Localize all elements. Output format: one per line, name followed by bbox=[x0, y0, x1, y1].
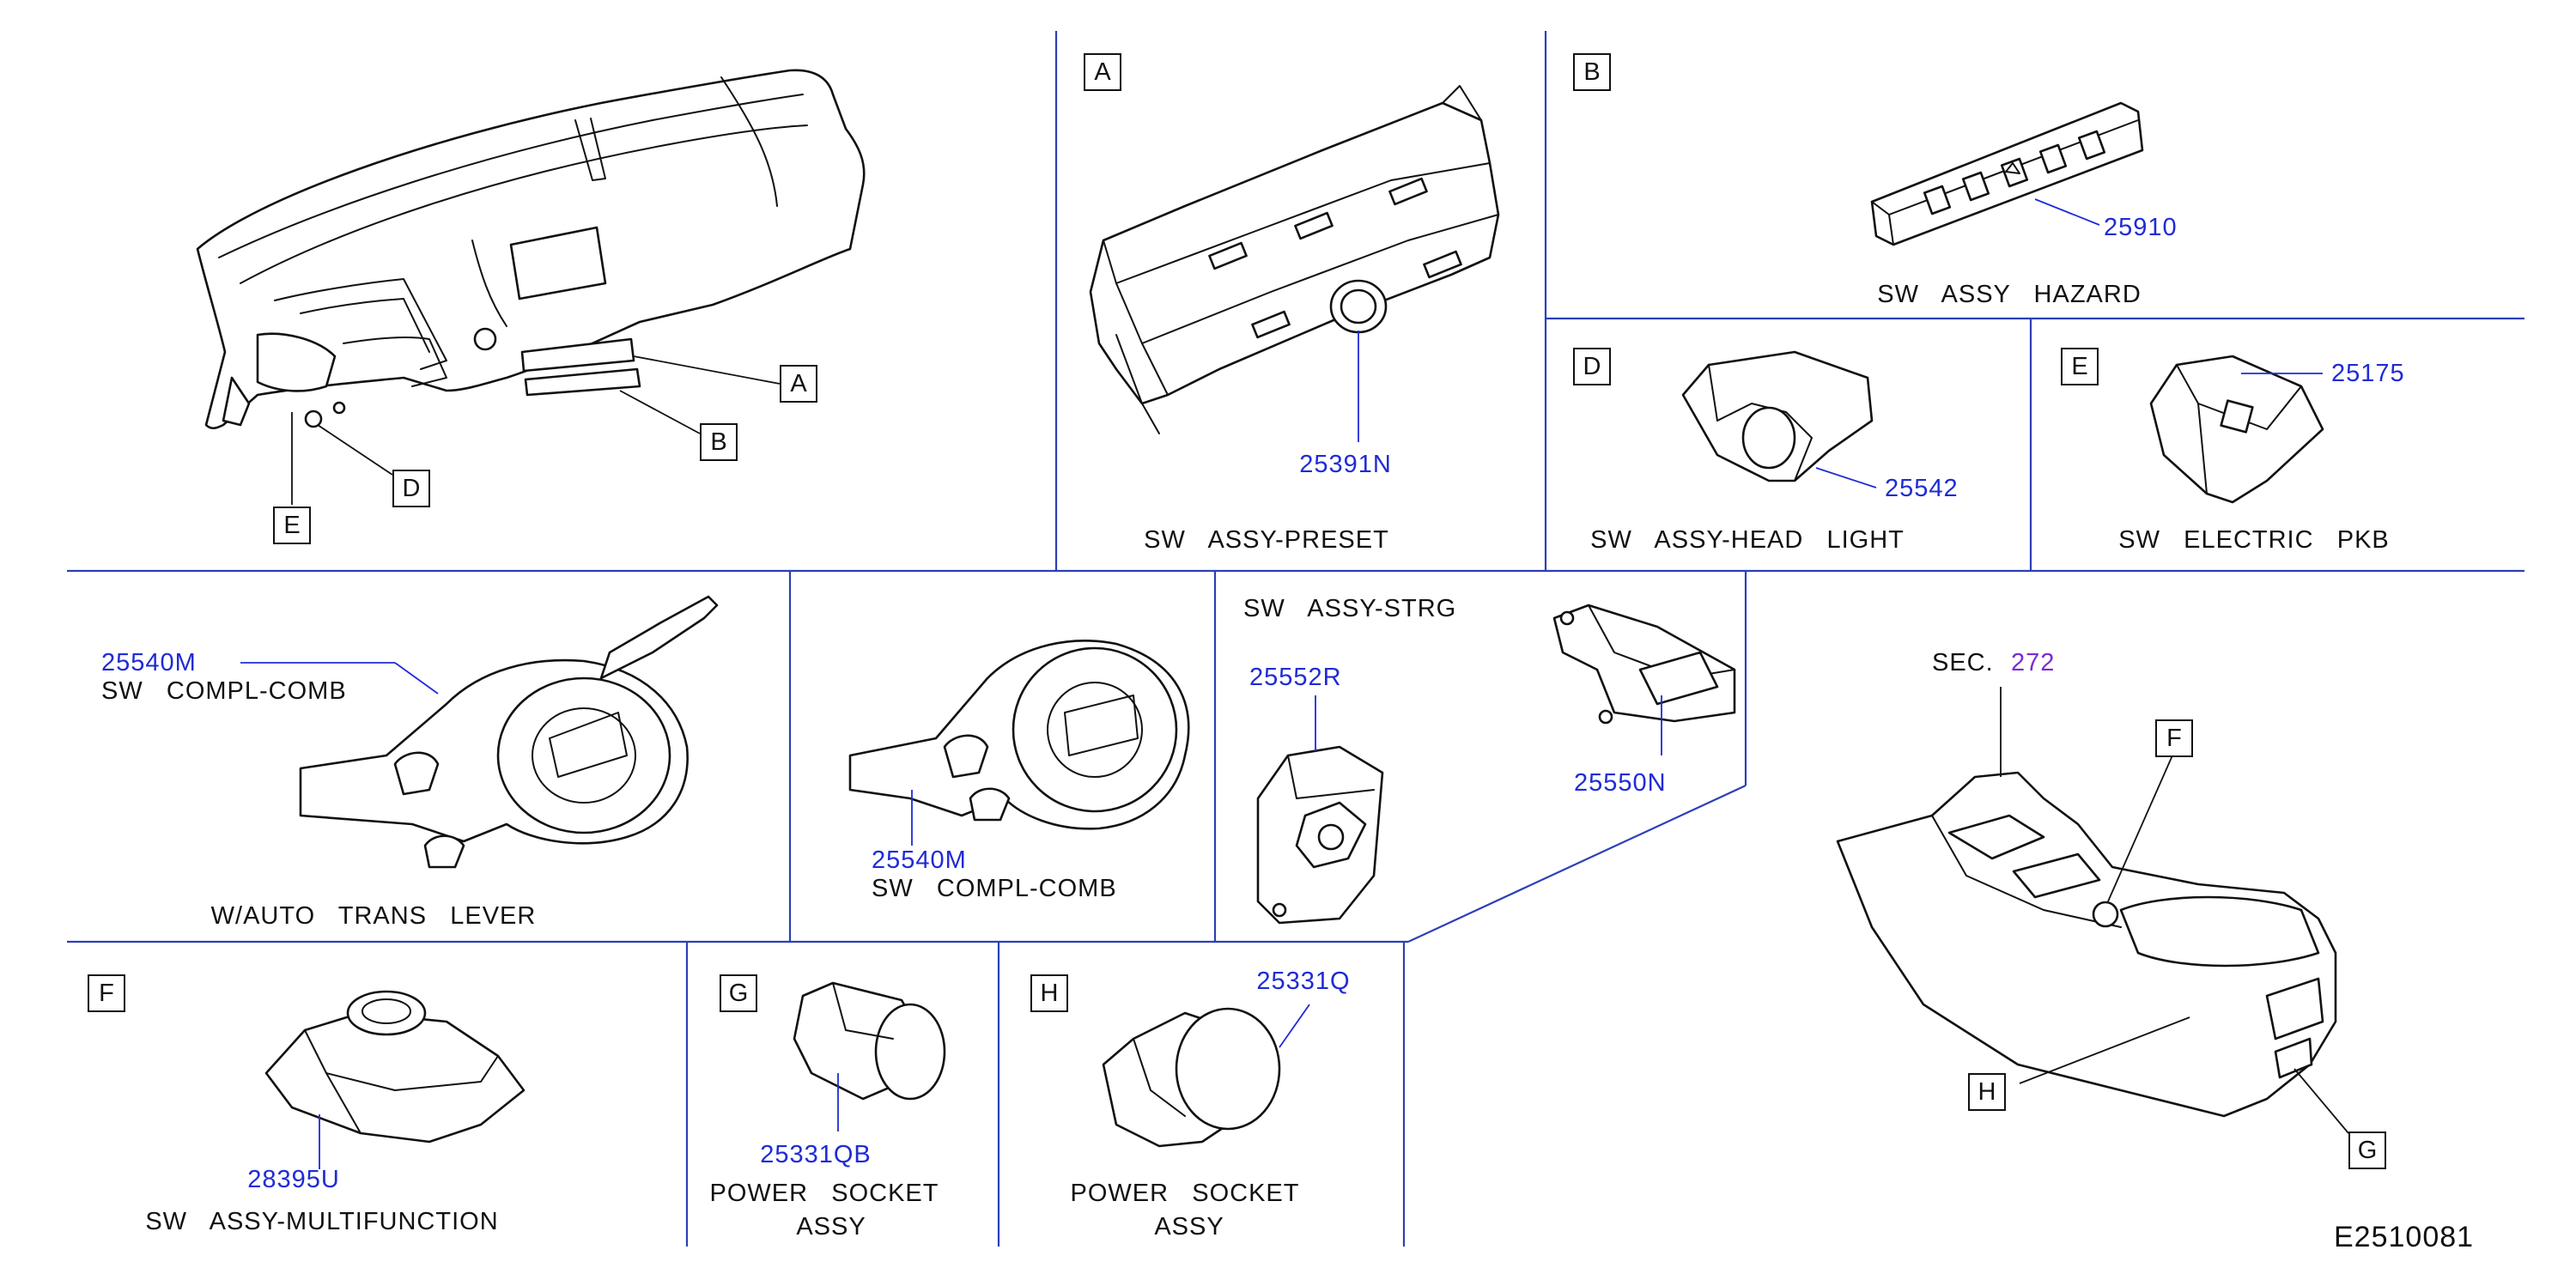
callout-h: H bbox=[1968, 1073, 2006, 1111]
panel-a-letter: A bbox=[1084, 53, 1121, 91]
hazard-switch-illustration bbox=[1870, 101, 2144, 246]
part-name-power-socket-g-line1: POWER SOCKET bbox=[709, 1180, 939, 1207]
section-prefix: SEC. bbox=[1932, 649, 1994, 676]
part-name-multifunction-switch: SW ASSY-MULTIFUNCTION bbox=[145, 1208, 499, 1235]
part-number-multifunction-switch: 28395U bbox=[247, 1166, 340, 1193]
center-console-illustration bbox=[1836, 687, 2349, 1134]
part-number-hazard-switch: 25910 bbox=[2104, 214, 2178, 241]
dashboard-illustration bbox=[196, 69, 866, 505]
combination-switch-lever-illustration bbox=[240, 595, 719, 869]
part-name-comb-switch: SW COMPL-COMB bbox=[872, 875, 1117, 902]
section-number: 272 bbox=[2011, 649, 2056, 676]
part-name-power-socket-g-line2: ASSY bbox=[796, 1213, 866, 1241]
multifunction-switch-illustration bbox=[264, 990, 526, 1169]
panel-d-letter: D bbox=[1573, 348, 1611, 385]
part-number-comb-switch: 25540M bbox=[872, 846, 967, 874]
callout-e: E bbox=[273, 507, 311, 544]
steering-switch-title: SW ASSY-STRG bbox=[1243, 595, 1457, 622]
part-number-preset-switch: 25391N bbox=[1299, 451, 1392, 478]
preset-switch-illustration bbox=[1089, 85, 1500, 442]
power-socket-h-illustration bbox=[1102, 1004, 1310, 1148]
callout-g: G bbox=[2348, 1131, 2386, 1169]
part-number-power-socket-h: 25331Q bbox=[1256, 968, 1351, 995]
part-name-hazard-switch: SW ASSY HAZARD bbox=[1877, 281, 2142, 308]
panel-b-letter: B bbox=[1573, 53, 1611, 91]
figure-code: E2510081 bbox=[2334, 1221, 2475, 1253]
part-number-comb-switch-lever: 25540M bbox=[101, 649, 197, 676]
panel-e-letter: E bbox=[2061, 348, 2099, 385]
part-name-headlight-switch: SW ASSY-HEAD LIGHT bbox=[1590, 526, 1905, 554]
panel-h-letter: H bbox=[1030, 974, 1068, 1012]
part-number-power-socket-g: 25331QB bbox=[760, 1141, 872, 1168]
callout-b: B bbox=[700, 423, 738, 461]
callout-a: A bbox=[780, 365, 817, 403]
part-name-comb-switch-lever: SW COMPL-COMB bbox=[101, 677, 347, 705]
panel-f-letter: F bbox=[88, 974, 125, 1012]
part-number-steering-switch-left: 25550N bbox=[1574, 769, 1667, 797]
callout-f: F bbox=[2155, 719, 2193, 757]
power-socket-g-illustration bbox=[793, 981, 946, 1131]
part-name-preset-switch: SW ASSY-PRESET bbox=[1144, 526, 1389, 554]
panel-g-letter: G bbox=[720, 974, 757, 1012]
part-number-pkb-switch: 25175 bbox=[2331, 360, 2405, 387]
combination-switch-illustration bbox=[848, 640, 1190, 846]
part-name-pkb-switch: SW ELECTRIC PKB bbox=[2118, 526, 2390, 554]
panel-dividers bbox=[67, 31, 2524, 1247]
part-number-headlight-switch: 25542 bbox=[1885, 475, 1959, 502]
pkb-switch-illustration bbox=[2149, 355, 2324, 504]
comb-switch-lever-note: W/AUTO TRANS LEVER bbox=[210, 902, 537, 930]
part-number-steering-switch-right: 25552R bbox=[1249, 664, 1342, 691]
part-name-power-socket-h-line2: ASSY bbox=[1154, 1213, 1224, 1241]
part-name-power-socket-h-line1: POWER SOCKET bbox=[1070, 1180, 1300, 1207]
headlight-switch-illustration bbox=[1681, 350, 1877, 488]
callout-d: D bbox=[392, 470, 430, 507]
steering-switch-illustration bbox=[1256, 604, 1736, 925]
